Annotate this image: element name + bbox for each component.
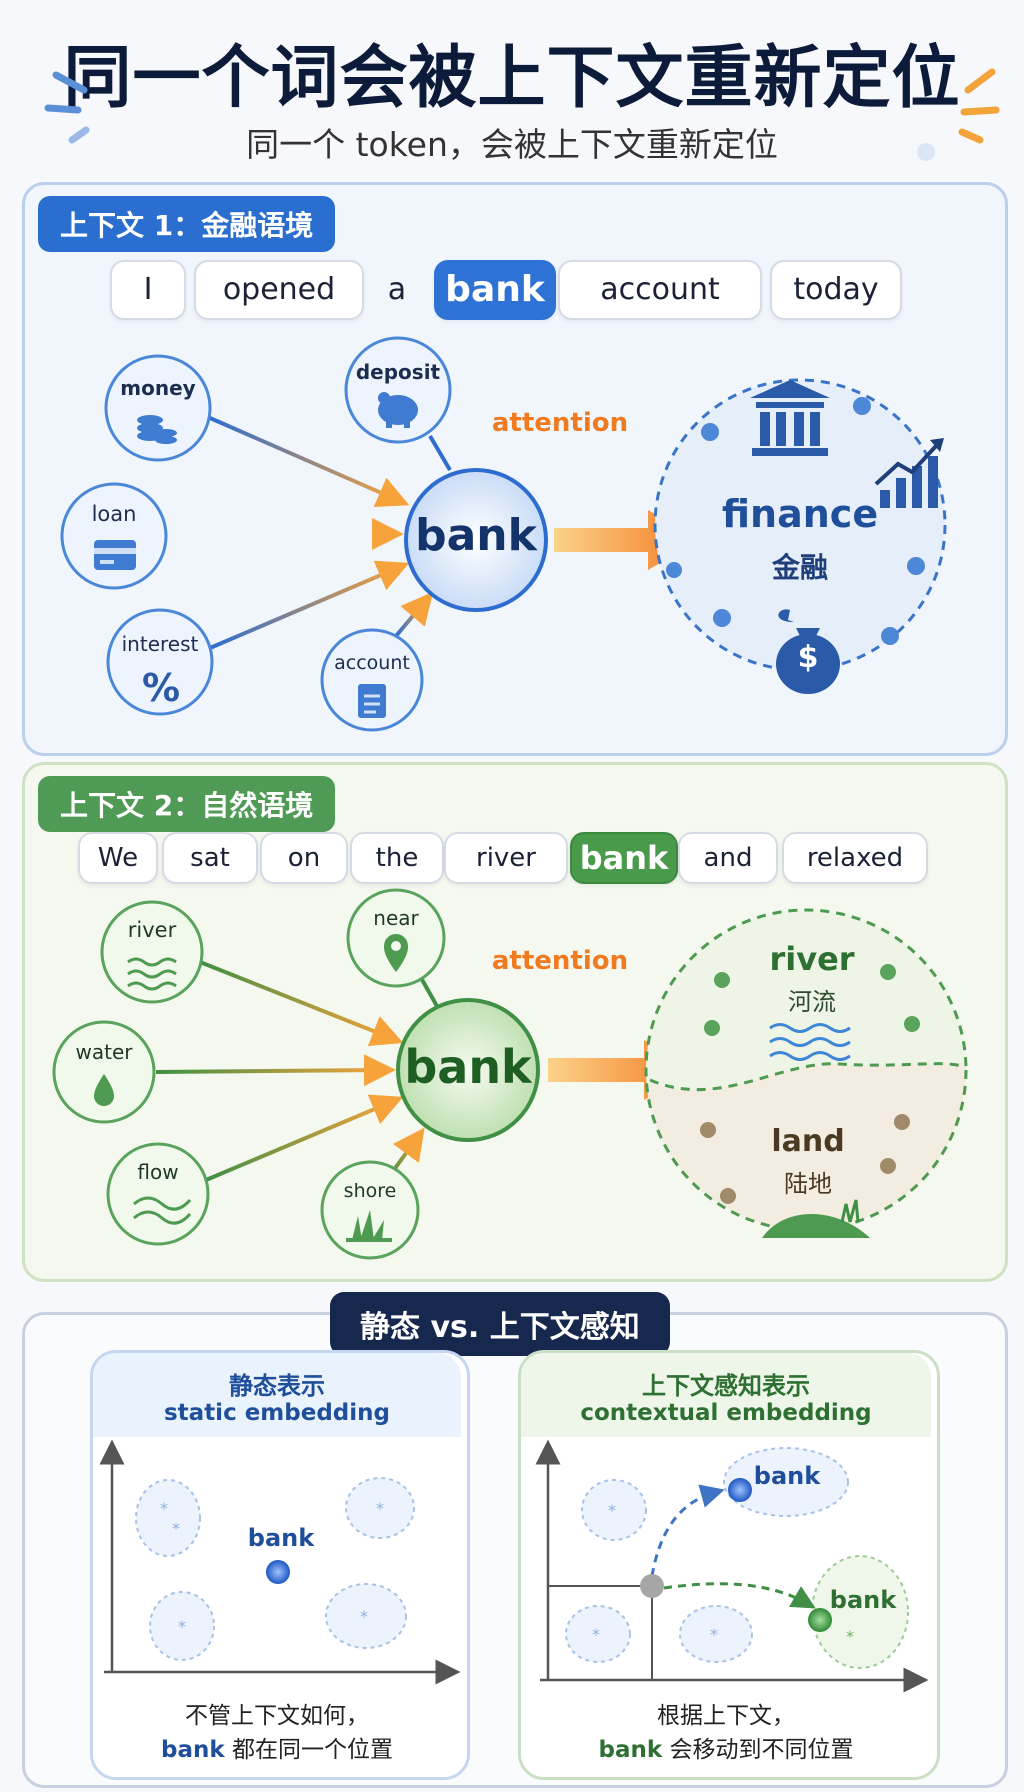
- node-interest: [106, 608, 214, 716]
- center-bank-label-2: bank: [404, 1040, 532, 1094]
- token-relaxed: relaxed: [782, 832, 928, 884]
- node-water-label: water: [75, 1040, 133, 1064]
- river-meaning-en: river: [769, 940, 855, 978]
- river-meaning-waves-icon: [769, 1023, 851, 1061]
- contextual-finance-point: [728, 1478, 752, 1502]
- grass-icon: [346, 1210, 392, 1242]
- static-title-zh: 静态表示: [229, 1372, 325, 1400]
- static-caption-line2: bank 都在同一个位置: [90, 1730, 464, 1764]
- compare-tag: 静态 vs. 上下文感知: [330, 1292, 670, 1356]
- center-bank-label: bank: [415, 510, 537, 561]
- land-meaning-zh: 陆地: [784, 1170, 832, 1198]
- attention-label-2: attention: [491, 946, 629, 976]
- static-card-header: [93, 1353, 461, 1437]
- token-we: We: [78, 832, 158, 884]
- token-1: I: [110, 260, 186, 320]
- node-river-label: river: [127, 918, 177, 942]
- flow-waves-icon: [133, 1196, 192, 1225]
- token-2: opened: [194, 260, 364, 320]
- token-and: and: [678, 832, 778, 884]
- static-caption-line1: 不管上下文如何，: [185, 1703, 369, 1729]
- bank-building-icon: [750, 380, 830, 456]
- dollar-icon: $: [797, 640, 819, 675]
- page-title: 同一个词会被上下文重新定位: [63, 39, 961, 118]
- token-6: today: [770, 260, 902, 320]
- svg-text:*: *: [160, 1499, 168, 1518]
- finance-label-en: finance: [721, 492, 879, 536]
- contextual-caption-rest: 会移动到不同位置: [662, 1737, 854, 1763]
- node-account-label: account: [334, 652, 410, 674]
- token-river: river: [444, 832, 568, 884]
- growth-chart-icon: [880, 456, 938, 508]
- contextual-caption-line1: 根据上下文，: [657, 1703, 795, 1729]
- svg-text:*: *: [360, 1607, 368, 1626]
- token-sat: sat: [162, 832, 258, 884]
- token-5: account: [558, 260, 762, 320]
- land-meaning-en: land: [771, 1124, 845, 1159]
- node-interest-label: interest: [121, 632, 199, 656]
- svg-text:*: *: [376, 1499, 384, 1518]
- contextual-bank-top-label: bank: [753, 1462, 821, 1490]
- percent-icon: %: [141, 666, 181, 710]
- context1-diagram: [60, 336, 947, 732]
- token-bank-highlight-2: bank: [570, 832, 678, 884]
- water-drop-icon: [94, 1074, 114, 1106]
- svg-text:*: *: [710, 1625, 718, 1644]
- contextual-title-zh: 上下文感知表示: [642, 1372, 810, 1400]
- node-money: [104, 354, 212, 462]
- static-bank-point: [266, 1560, 290, 1584]
- node-near-label: near: [373, 906, 419, 930]
- node-river: [100, 900, 204, 1004]
- attention-label-1: attention: [491, 408, 629, 438]
- node-account: [320, 628, 424, 732]
- static-bank-label: bank: [247, 1524, 315, 1552]
- context2-tag: 上下文 2：自然语境: [38, 776, 336, 832]
- node-deposit-label: deposit: [355, 360, 441, 384]
- static-caption-rest: 都在同一个位置: [224, 1737, 393, 1763]
- token-the: the: [350, 832, 444, 884]
- svg-text:*: *: [172, 1519, 180, 1538]
- token-3: a: [387, 272, 407, 307]
- node-loan-label: loan: [91, 502, 137, 526]
- river-meaning-zh: 河流: [788, 988, 836, 1016]
- finance-label-zh: 金融: [771, 551, 828, 584]
- token-bank-highlight: bank: [434, 260, 556, 320]
- page-subtitle: 同一个 token，会被上下文重新定位: [246, 125, 778, 164]
- nature-meaning-circle: [644, 908, 968, 1232]
- svg-text:*: *: [178, 1617, 186, 1636]
- contextual-nature-point: [808, 1608, 832, 1632]
- contextual-bank-bottom-label: bank: [829, 1586, 897, 1614]
- context2-diagram: [52, 888, 968, 1260]
- static-title-en: static embedding: [163, 1400, 390, 1426]
- center-bank-node-2: [396, 998, 540, 1142]
- token-on: on: [260, 832, 348, 884]
- svg-text:*: *: [846, 1627, 854, 1646]
- node-deposit: [344, 336, 452, 444]
- location-pin-icon: [384, 934, 408, 972]
- svg-text:*: *: [592, 1625, 600, 1644]
- contextual-caption-line2: bank 会移动到不同位置: [518, 1730, 934, 1764]
- node-loan: [60, 482, 168, 590]
- center-bank-node: [404, 468, 548, 612]
- svg-text:*: *: [608, 1501, 616, 1520]
- node-money-label: money: [120, 376, 196, 400]
- contextual-card-header: [521, 1353, 931, 1437]
- header-decoration: [44, 68, 1000, 161]
- node-shore-label: shore: [343, 1180, 397, 1202]
- money-bag-icon: [776, 609, 840, 694]
- node-water: [52, 1020, 156, 1124]
- hill-icon: [762, 1199, 870, 1238]
- river-waves-icon: [127, 957, 177, 991]
- context1-tag: 上下文 1：金融语境: [38, 196, 336, 252]
- contextual-origin-point: [640, 1574, 664, 1598]
- static-caption-bank: bank: [161, 1737, 225, 1763]
- node-flow-label: flow: [137, 1160, 179, 1184]
- contextual-title-en: contextual embedding: [580, 1400, 872, 1426]
- contextual-caption-bank: bank: [598, 1737, 663, 1763]
